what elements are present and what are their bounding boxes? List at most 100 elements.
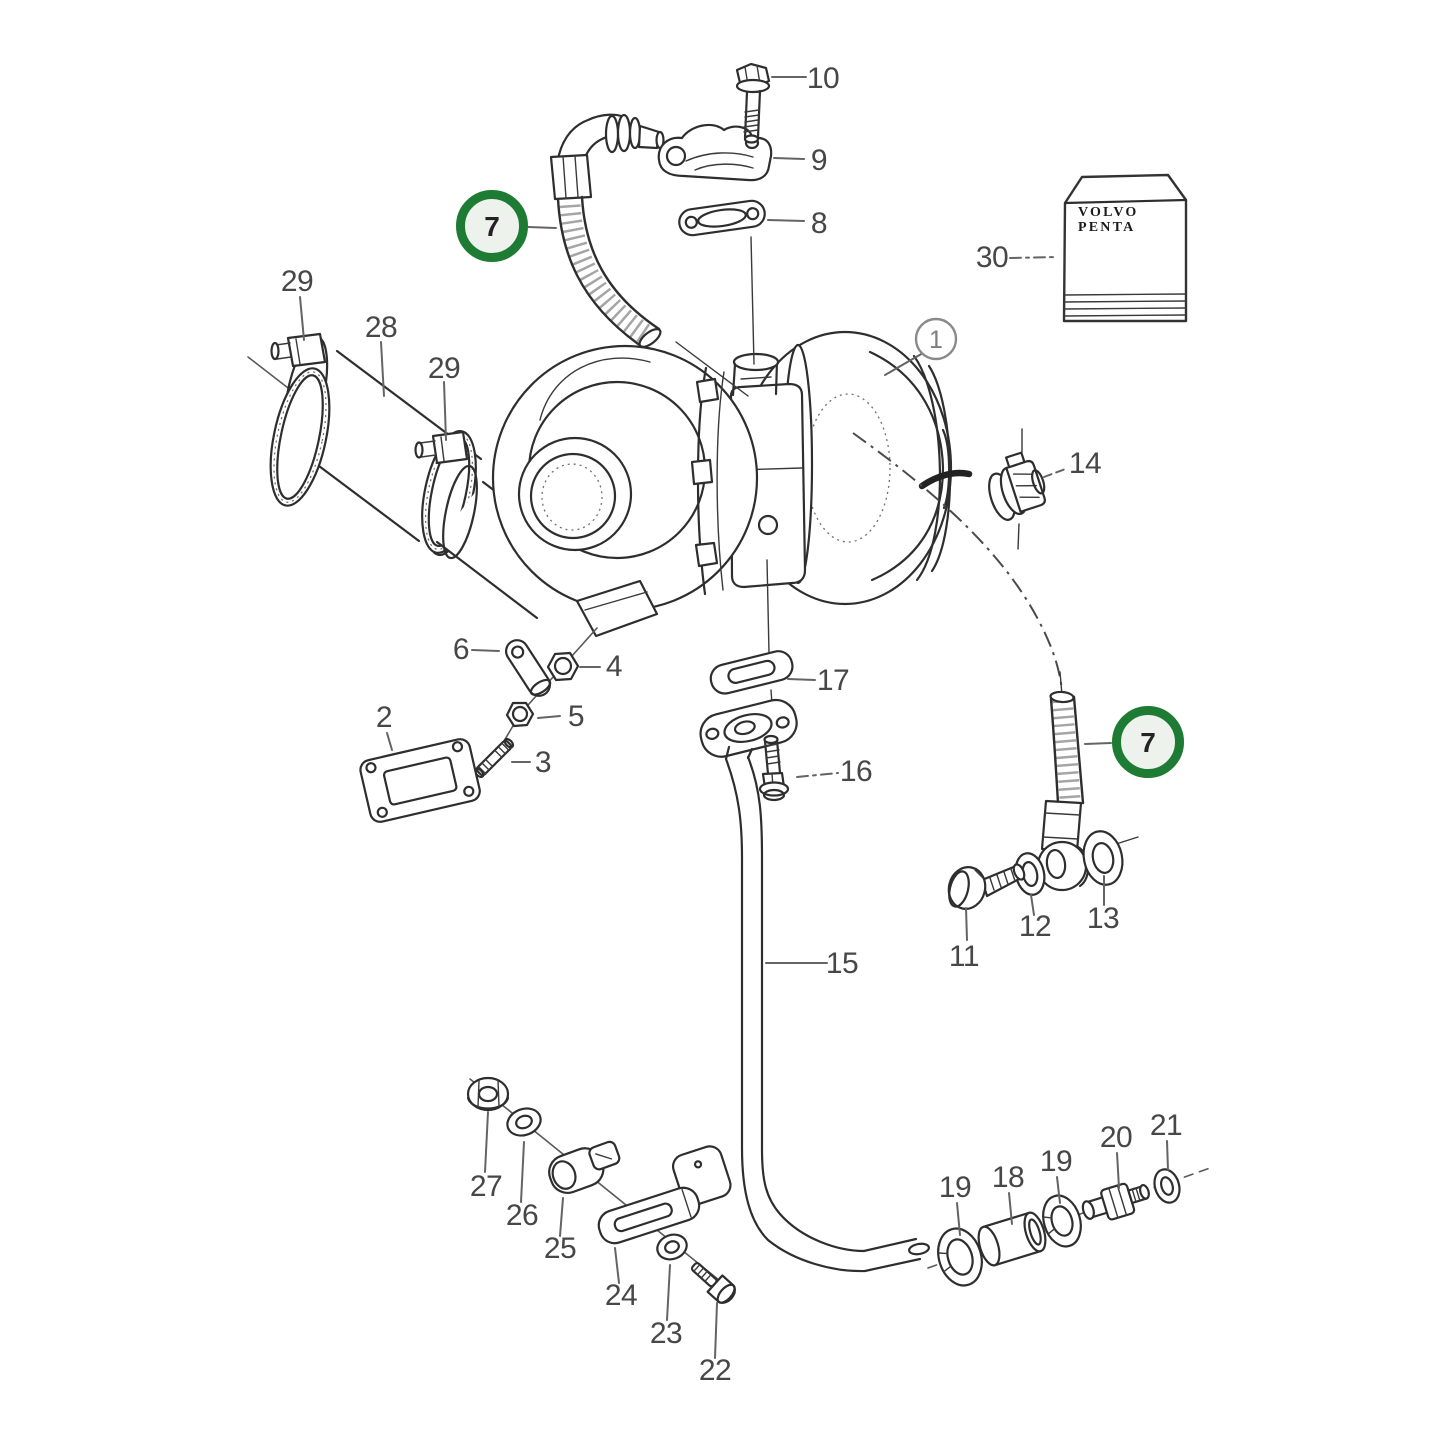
- reference-ring: [914, 317, 958, 361]
- callout-21: 21: [1150, 1109, 1182, 1142]
- part-30-parts-kit-box: VOLVO PENTA: [1062, 173, 1188, 323]
- top-assembly: [549, 62, 773, 397]
- part-16-bolt: [758, 734, 790, 802]
- highlight-fill: [456, 190, 528, 262]
- callout-29a: 29: [281, 265, 313, 298]
- leader-2: [386, 732, 393, 751]
- part-21-washer: [1153, 1168, 1181, 1204]
- part-29-hose-clamp-left: [269, 332, 331, 507]
- leader-8: [767, 219, 805, 222]
- part-27-nut: [466, 1076, 510, 1112]
- highlight-badge-7-right[interactable]: 7: [1112, 706, 1184, 778]
- part-3-stud: [473, 737, 515, 779]
- callout-7b: 7: [1140, 727, 1156, 758]
- callout-19a: 19: [939, 1171, 971, 1204]
- leader-6: [471, 649, 500, 652]
- axis-drain-upper: [766, 559, 770, 654]
- callout-18: 18: [992, 1161, 1024, 1194]
- leader-30: [1009, 256, 1057, 259]
- callout-23: 23: [650, 1317, 682, 1350]
- part-14-fitting: [988, 428, 1046, 550]
- callout-29b: 29: [428, 352, 460, 385]
- leader-14: [1043, 467, 1069, 478]
- brand-volvo: VOLVO: [1078, 205, 1139, 220]
- part-1-turbocharger: [491, 330, 973, 638]
- leader-16: [796, 772, 839, 778]
- leader-25: [559, 1197, 564, 1237]
- leader-23: [666, 1264, 671, 1321]
- callout-19b: 19: [1040, 1145, 1072, 1178]
- reference-curve: [852, 432, 1063, 692]
- part-24-bracket: [597, 1145, 732, 1245]
- callout-5: 5: [568, 700, 584, 733]
- part-18-sleeve: [977, 1211, 1047, 1267]
- reference-badge-1: 1: [914, 317, 958, 361]
- highlight-fill: [1112, 706, 1184, 778]
- leader-28: [380, 341, 385, 397]
- part-17-gasket: [709, 650, 794, 695]
- part-26-washer: [506, 1107, 542, 1137]
- callout-20: 20: [1100, 1121, 1132, 1154]
- callout-4: 4: [606, 650, 622, 683]
- callout-11: 11: [949, 940, 979, 973]
- leader-17: [787, 678, 816, 681]
- leader-19a: [956, 1202, 961, 1236]
- callout-17: 17: [817, 664, 849, 697]
- leader-20: [1116, 1152, 1120, 1189]
- leader-22: [714, 1302, 718, 1359]
- callout-22: 22: [699, 1354, 731, 1387]
- leader-27: [484, 1111, 489, 1173]
- leader-21: [1166, 1140, 1169, 1171]
- callout-2: 2: [376, 701, 392, 734]
- leader-24: [614, 1247, 620, 1284]
- leader-19b: [1056, 1176, 1061, 1204]
- callout-3: 3: [535, 746, 551, 779]
- brand-penta: PENTA: [1078, 220, 1135, 235]
- part-6-link: [505, 639, 552, 697]
- leader-lines: [299, 76, 1169, 1359]
- drain-assembly: [699, 559, 930, 1273]
- part-25-clamp: [548, 1140, 621, 1194]
- leader-18: [1008, 1192, 1013, 1225]
- part-19-clamp-right: [1042, 1194, 1082, 1248]
- part-23-washer: [656, 1233, 688, 1261]
- part-2-gasket: [359, 738, 481, 823]
- leader-11: [965, 907, 968, 941]
- leader-29a: [299, 296, 305, 341]
- callout-labels: 10 9 8 30 29 28 29 14 6 4 17 5 2 3 16 12…: [281, 62, 1183, 1387]
- callout-6: 6: [453, 633, 469, 666]
- part-7-hose-top: [549, 113, 665, 348]
- part-19-clamp-left: [937, 1227, 983, 1287]
- leader-7b: [1084, 742, 1112, 745]
- callout-25: 25: [544, 1232, 576, 1265]
- callout-15: 15: [826, 947, 858, 980]
- part-22-bolt: [690, 1262, 736, 1304]
- part-11-banjo-bolt: [947, 863, 1026, 910]
- callout-10: 10: [807, 62, 839, 95]
- callout-12: 12: [1019, 910, 1051, 943]
- callout-8: 8: [811, 207, 827, 240]
- part-15-pipe: [724, 755, 930, 1273]
- part-13-washer: [1082, 830, 1124, 886]
- drain-flange: [699, 698, 798, 758]
- right-hose-assembly: [947, 671, 1139, 910]
- highlight-ring: [1112, 706, 1184, 778]
- leader-26: [520, 1141, 525, 1203]
- part-8-gasket: [678, 199, 766, 237]
- bracket-cluster: [466, 1076, 736, 1304]
- axis-bolt10: [750, 236, 755, 365]
- leader-9: [773, 157, 805, 160]
- part-9-fitting: [657, 123, 773, 182]
- callout-27: 27: [470, 1170, 502, 1203]
- part-5-nut: [505, 701, 535, 728]
- leader-1: [884, 352, 924, 376]
- pipe-end-cluster: [927, 1167, 1211, 1287]
- callout-1: 1: [929, 326, 943, 354]
- callout-9: 9: [811, 144, 827, 177]
- part-10-bolt: [735, 62, 771, 144]
- leader-12: [1030, 894, 1035, 916]
- mount-cluster: [359, 627, 598, 823]
- callout-24: 24: [605, 1279, 637, 1312]
- highlight-badge-7-top[interactable]: 7: [456, 190, 528, 262]
